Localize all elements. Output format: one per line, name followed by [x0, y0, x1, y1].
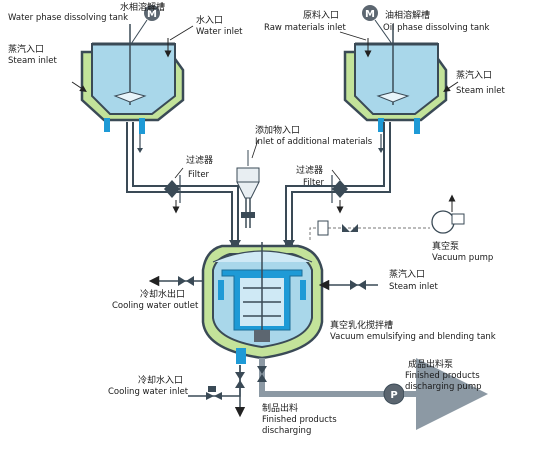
main-tank-label-zh: 真空乳化搅拌槽	[330, 319, 393, 331]
oil-tank-vessel	[354, 43, 439, 115]
motor-symbol-left: M	[147, 9, 157, 20]
vacuum-line	[309, 194, 465, 240]
filter-right	[331, 175, 348, 203]
water-inlet-label-zh: 水入口	[196, 14, 223, 26]
oil-phase-tank	[343, 24, 448, 153]
cooling-out-label-en: Cooling water outlet	[112, 301, 199, 311]
product-pump-line: P	[257, 358, 488, 430]
discharge-label-en1: Finished products	[262, 415, 337, 425]
pump-label-zh: 成品出料泵	[408, 358, 453, 370]
labels: 水相溶解槽 Water phase dissolving tank 水入口 Wa…	[8, 1, 505, 436]
discharge-label-en2: discharging	[262, 426, 311, 436]
discharge-label-zh: 制品出料	[262, 402, 298, 414]
cooling-in-label-en: Cooling water inlet	[108, 387, 189, 397]
cooling-in-label-zh: 冷却水入口	[138, 374, 183, 386]
main-emulsifying-tank	[201, 242, 324, 364]
water-tank-label-en: Water phase dissolving tank	[8, 13, 128, 23]
oil-tank-motor: M	[362, 5, 393, 45]
water-tank-impeller	[113, 91, 147, 103]
filter-right-label-en: Filter	[303, 178, 325, 188]
additive-label-en: Inlet of additional materials	[255, 137, 373, 147]
cooling-out-label-zh: 冷却水出口	[140, 288, 185, 300]
pump-label-en2: discharging pump	[405, 382, 482, 392]
water-tank-vessel	[91, 43, 176, 115]
cooling-inlet-line	[188, 365, 241, 400]
steam-main-label-zh: 蒸汽入口	[389, 268, 425, 280]
steam-main-label-en: Steam inlet	[389, 282, 438, 292]
additive-label-zh: 添加物入口	[255, 124, 300, 136]
filter-left-label-en: Filter	[188, 170, 210, 180]
oil-tank-label-zh: 油相溶解槽	[385, 9, 430, 21]
vacuum-pump-label-zh: 真空泵	[432, 240, 459, 252]
steam-right-label-zh: 蒸汽入口	[456, 69, 492, 81]
additive-hopper	[236, 139, 260, 228]
water-tank-label-zh: 水相溶解槽	[120, 1, 165, 13]
filter-left	[164, 175, 181, 203]
steam-left-label-en: Steam inlet	[8, 56, 57, 66]
oil-tank-label-en: Oil phase dissolving tank	[383, 23, 489, 33]
filter-right-label-zh: 过滤器	[296, 164, 323, 176]
raw-materials-label-zh: 原料入口	[303, 9, 339, 21]
water-phase-tank	[80, 24, 185, 153]
discharge-line	[234, 365, 246, 418]
vacuum-pump-label-en: Vacuum pump	[432, 253, 493, 263]
main-tank-label-en: Vacuum emulsifying and blending tank	[330, 332, 496, 342]
oil-tank-impeller	[376, 91, 410, 103]
cooling-outlet-line	[148, 275, 203, 287]
steam-left-label-zh: 蒸汽入口	[8, 43, 44, 55]
filter-left-label-zh: 过滤器	[186, 154, 213, 166]
water-tank-motor: M	[130, 5, 160, 45]
motor-symbol-right: M	[365, 9, 375, 20]
pump-symbol: P	[390, 390, 397, 401]
steam-right-label-en: Steam inlet	[456, 86, 505, 96]
water-inlet-label-en: Water inlet	[196, 27, 243, 37]
vacuum-pump-body	[431, 210, 455, 234]
steam-inlet-main-line	[318, 279, 378, 291]
raw-materials-label-en: Raw materials inlet	[264, 23, 347, 33]
pump-label-en1: Finished products	[405, 371, 480, 381]
